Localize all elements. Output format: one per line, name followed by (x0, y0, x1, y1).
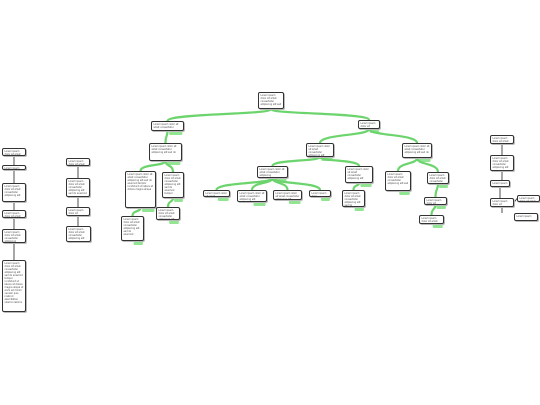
node-L6[interactable]: Lorem ipsum dolor sit amet consectetur a… (2, 260, 26, 312)
node-M4[interactable]: Lorem ipsum dolor sit amet consectetur a… (66, 226, 91, 242)
link-b1-b1a (164, 129, 169, 145)
link-b2-b2a (318, 127, 371, 145)
link-b2a-b2a2 (318, 155, 361, 168)
drip-b1a1a (133, 241, 143, 245)
link-b2b-b2b2 (415, 156, 440, 174)
node-b2a2[interactable]: Lorem ipsum dolor sit amet consectetur a… (345, 166, 373, 183)
drip-b1a1 (142, 208, 155, 212)
node-b2b2a[interactable]: Lorem ipsum dolor sit (424, 197, 447, 205)
node-M3[interactable]: Lorem ipsum dolor sit (66, 207, 90, 216)
node-b2b2a1[interactable]: Lorem ipsum dolor sit amet consectetur (419, 215, 444, 224)
drip-b2b2 (439, 184, 448, 188)
node-b2a1d[interactable]: Lorem ipsum dolor (309, 190, 331, 197)
node-R6[interactable]: Lorem ipsum (514, 213, 538, 221)
link-b2-b2b (367, 127, 419, 145)
node-b1a2[interactable]: Lorem ipsum dolor sit amet consectetur a… (162, 172, 184, 198)
drip-b2b2a1 (432, 224, 443, 228)
node-b2a2a[interactable]: Lorem ipsum dolor sit amet consectetur a… (342, 190, 365, 207)
node-R3[interactable]: Lorem ipsum (490, 180, 510, 187)
drip-b2b2a (436, 205, 446, 209)
link-b1a-b1a1 (139, 159, 167, 173)
node-root[interactable]: Lorem ipsum dolor sit amet consectetur a… (258, 92, 284, 109)
node-b2b2[interactable]: Lorem ipsum dolor sit amet consectetur (427, 172, 449, 184)
drip-b2b1 (399, 191, 410, 195)
node-b1a1[interactable]: Lorem ipsum dolor sit amet consectetur a… (125, 171, 156, 208)
node-L3[interactable]: Lorem ipsum dolor sit amet consectetur a… (2, 183, 26, 202)
node-b1[interactable]: Lorem ipsum dolor sit amet consectetur (151, 121, 184, 131)
drip-b1a2 (174, 198, 183, 202)
node-R2[interactable]: Lorem ipsum dolor sit amet consectetur a… (490, 155, 514, 171)
node-b2a1c[interactable]: Lorem ipsum dolor sit amet consectetur a… (273, 190, 302, 200)
drip-b2a2a (354, 207, 364, 211)
drip-b2a1d (321, 197, 330, 201)
node-L5[interactable]: Lorem ipsum dolor sit amet consectetur a… (2, 229, 26, 243)
drip-b1a (167, 161, 181, 165)
node-b2[interactable]: Lorem ipsum dolor sit (358, 120, 380, 129)
node-L2[interactable]: Lorem ipsum dolor (2, 165, 26, 170)
drip-b1a2a (169, 220, 179, 224)
link-root-b2 (269, 107, 371, 122)
link-b2b-b2b1 (396, 156, 419, 173)
link-b1a2-b1a2a (166, 196, 175, 209)
link-b2a2-b2a2a (352, 181, 361, 192)
node-R1[interactable]: Lorem ipsum dolor sit amet (490, 135, 514, 144)
node-b1a1a[interactable]: Lorem ipsum dolor sit amet consectetur a… (121, 216, 144, 241)
node-b2a1a[interactable]: Lorem ipsum dolor sit amet (203, 190, 230, 197)
node-b1a[interactable]: Lorem ipsum dolor sit amet consectetur a… (149, 143, 182, 161)
drip-b2a1b (253, 202, 266, 206)
node-b2a1b[interactable]: Lorem ipsum dolor sit amet consectetur a… (237, 190, 267, 202)
node-b2a[interactable]: Lorem ipsum dolor sit amet consectetur a… (306, 143, 334, 157)
link-b1a-b1a2 (164, 159, 175, 174)
node-L1[interactable]: Lorem ipsum dolor sit amet (2, 148, 26, 156)
link-root-b1 (166, 107, 273, 123)
node-R5[interactable]: Lorem ipsum dolor sit amet (517, 195, 540, 202)
link-b2a1-b2a1a (215, 176, 274, 192)
node-b2b[interactable]: Lorem ipsum dolor sit amet consectetur a… (402, 143, 432, 158)
link-b2b2a-b2b2a1 (430, 203, 437, 217)
node-b2b1[interactable]: Lorem ipsum dolor sit amet consectetur a… (385, 171, 411, 191)
link-b1a1-b1a1a (131, 206, 142, 218)
node-M2[interactable]: Lorem ipsum dolor sit amet consectetur a… (66, 178, 90, 197)
node-b1a2a[interactable]: Lorem ipsum dolor sit amet consectetur a… (156, 207, 180, 220)
node-b2a1[interactable]: Lorem ipsum dolor sit amet consectetur a… (257, 166, 288, 178)
side-link-R4-R5 (513, 198, 518, 203)
node-M1[interactable]: Lorem ipsum dolor sit amet consectetur (66, 158, 90, 166)
link-b2b2-b2b2a (434, 182, 440, 199)
drip-b2a1a (217, 197, 229, 201)
drip-b2a1c (288, 200, 301, 204)
node-L4[interactable]: Lorem ipsum dolor sit amet (2, 210, 26, 218)
drip-b2a2 (360, 183, 372, 187)
link-b2a1-b2a1d (271, 176, 322, 192)
link-b2a-b2a1 (271, 155, 322, 168)
drip-b2b (418, 158, 431, 162)
node-R4[interactable]: Lorem ipsum dolor sit (490, 198, 514, 207)
drip-b1 (169, 131, 183, 135)
